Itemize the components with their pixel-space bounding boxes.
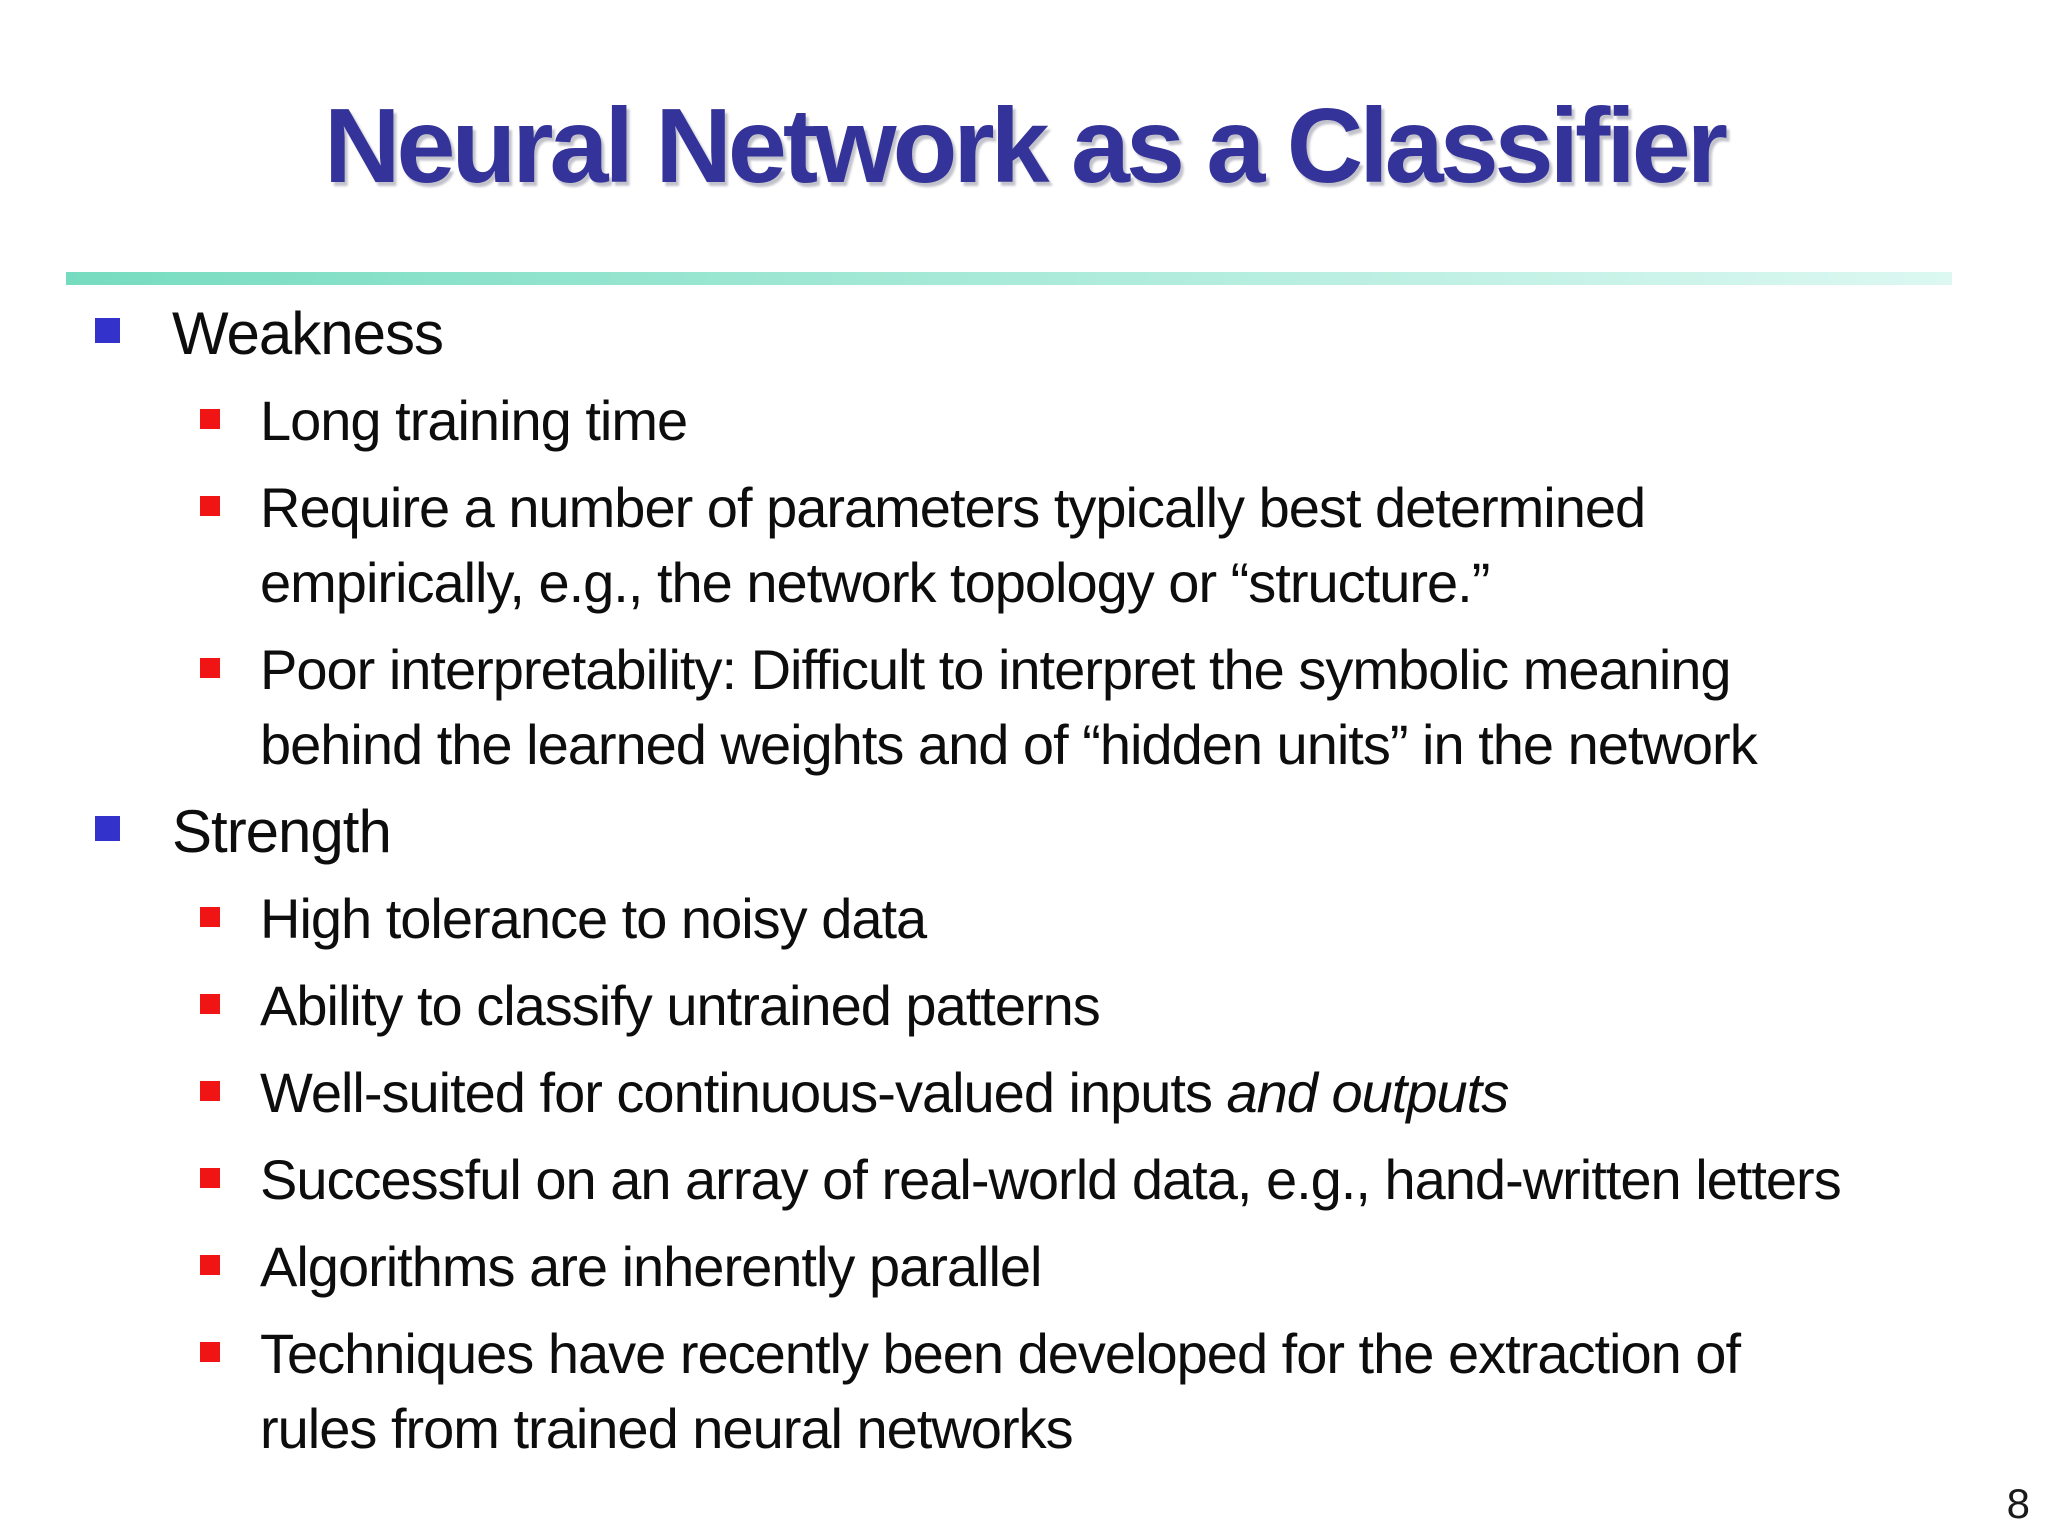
list-item-line: Require a number of parameters typically… [260, 476, 1646, 539]
list-item: Strength [0, 794, 2048, 869]
list-item-text: Well-suited for continuous-valued inputs… [260, 1055, 1509, 1130]
level2-square-bullet-icon [200, 907, 220, 927]
list-item: Well-suited for continuous-valued inputs… [0, 1055, 2048, 1130]
list-item-line: Poor interpretability: Difficult to inte… [260, 638, 1732, 701]
list-item-line: Well-suited for continuous-valued inputs… [260, 1061, 1509, 1124]
list-item: Successful on an array of real-world dat… [0, 1142, 2048, 1217]
list-item-text: Require a number of parameters typically… [260, 470, 1646, 620]
list-item-text: Successful on an array of real-world dat… [260, 1142, 1842, 1217]
list-item: Ability to classify untrained patterns [0, 968, 2048, 1043]
list-item-line: Techniques have recently been developed … [260, 1322, 1741, 1385]
list-item-line: empirically, e.g., the network topology … [260, 551, 1490, 614]
list-item-text: Strength [172, 794, 392, 869]
list-item: High tolerance to noisy data [0, 881, 2048, 956]
list-item: Long training time [0, 383, 2048, 458]
level1-square-bullet-icon [95, 816, 120, 841]
list-item-line: Weakness [172, 300, 444, 367]
list-item-text: High tolerance to noisy data [260, 881, 927, 956]
level1-square-bullet-icon [95, 318, 120, 343]
level2-square-bullet-icon [200, 496, 220, 516]
list-item: Require a number of parameters typically… [0, 470, 2048, 620]
list-item-line: rules from trained neural networks [260, 1397, 1074, 1460]
list-item-line: High tolerance to noisy data [260, 887, 927, 950]
list-item-line: Ability to classify untrained patterns [260, 974, 1101, 1037]
level2-square-bullet-icon [200, 994, 220, 1014]
level2-square-bullet-icon [200, 658, 220, 678]
list-item: Weakness [0, 296, 2048, 371]
list-item-line: Algorithms are inherently parallel [260, 1235, 1042, 1298]
title-divider [66, 272, 1952, 285]
page-number: 8 [2006, 1480, 2030, 1527]
list-item: Techniques have recently been developed … [0, 1316, 2048, 1466]
list-item: Poor interpretability: Difficult to inte… [0, 632, 2048, 782]
list-item-text: Weakness [172, 296, 444, 371]
list-item-text: Long training time [260, 383, 688, 458]
list-item-line: Successful on an array of real-world dat… [260, 1148, 1842, 1211]
list-item-text: Algorithms are inherently parallel [260, 1229, 1042, 1304]
level2-square-bullet-icon [200, 409, 220, 429]
list-item-text: Ability to classify untrained patterns [260, 968, 1101, 1043]
level2-square-bullet-icon [200, 1255, 220, 1275]
level2-square-bullet-icon [200, 1168, 220, 1188]
slide-title: Neural Network as a Classifier [323, 87, 1728, 205]
level2-square-bullet-icon [200, 1342, 220, 1362]
list-item-line: Long training time [260, 389, 688, 452]
list-item-text: Techniques have recently been developed … [260, 1316, 1741, 1466]
list-item-line: Strength [172, 798, 392, 865]
list-item-text: Poor interpretability: Difficult to inte… [260, 632, 1758, 782]
list-item: Algorithms are inherently parallel [0, 1229, 2048, 1304]
level2-square-bullet-icon [200, 1081, 220, 1101]
list-item-line: behind the learned weights and of “hidde… [260, 713, 1758, 776]
